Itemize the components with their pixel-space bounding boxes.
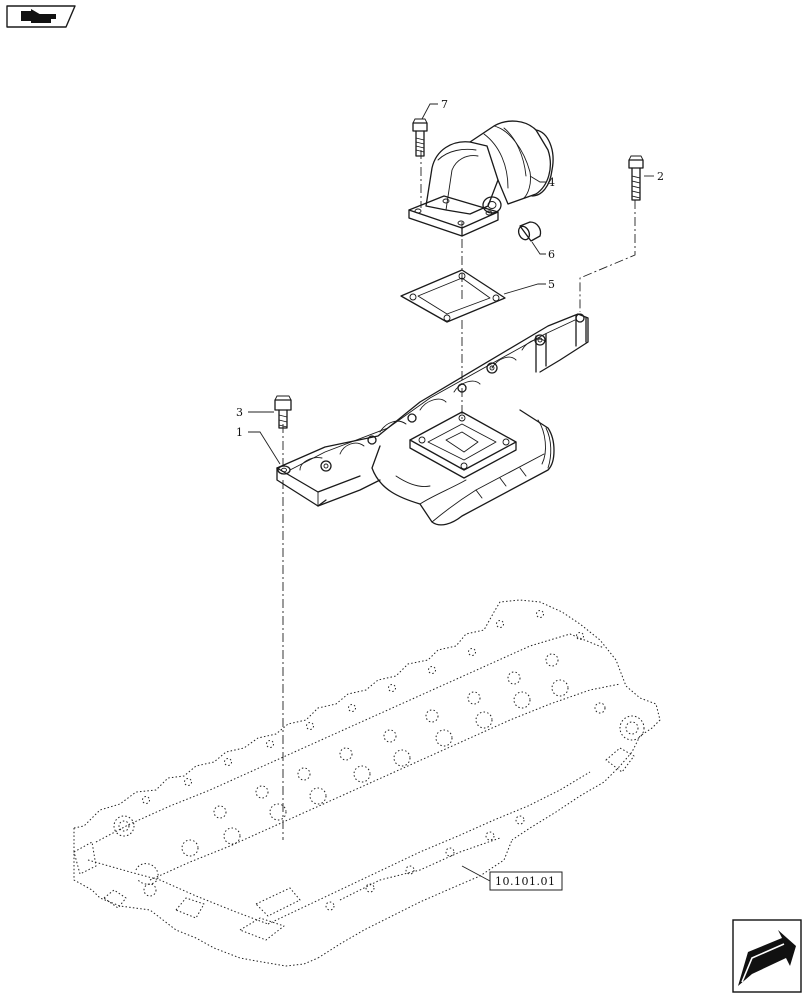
- header-book-icon-badge[interactable]: [6, 5, 76, 28]
- callout-number-4: 4: [548, 176, 555, 189]
- next-page-button[interactable]: [732, 919, 802, 993]
- reference-label: 10.101.01: [495, 875, 555, 888]
- callout-4: 4: [529, 175, 555, 189]
- callout-2: 2: [644, 170, 664, 183]
- elbow-outlet-4: [408, 120, 554, 237]
- callout-number-1: 1: [236, 426, 243, 439]
- reference-link-10-101-01[interactable]: 10.101.01: [461, 865, 563, 891]
- book-arrow-icon: [21, 9, 56, 23]
- bolt-7: [412, 118, 428, 157]
- callout-number-7: 7: [441, 98, 448, 111]
- callout-number-3: 3: [236, 406, 243, 419]
- callout-1: 1: [236, 426, 281, 465]
- callout-7: 7: [421, 98, 448, 120]
- bolt-3: [274, 395, 292, 429]
- callout-number-5: 5: [548, 278, 555, 291]
- callout-6: 6: [531, 241, 555, 261]
- cylinder-head-phantom: [73, 599, 661, 967]
- callout-5: 5: [503, 278, 555, 295]
- gasket-5: [400, 269, 506, 323]
- callout-number-2: 2: [657, 170, 664, 183]
- next-page-arrow-icon: [738, 930, 796, 987]
- plug-6: [517, 221, 542, 242]
- centerlines: [282, 150, 636, 840]
- callout-number-6: 6: [548, 248, 555, 261]
- bolt-2: [628, 155, 644, 201]
- intake-manifold-1: [276, 313, 589, 526]
- callout-3: 3: [236, 406, 274, 419]
